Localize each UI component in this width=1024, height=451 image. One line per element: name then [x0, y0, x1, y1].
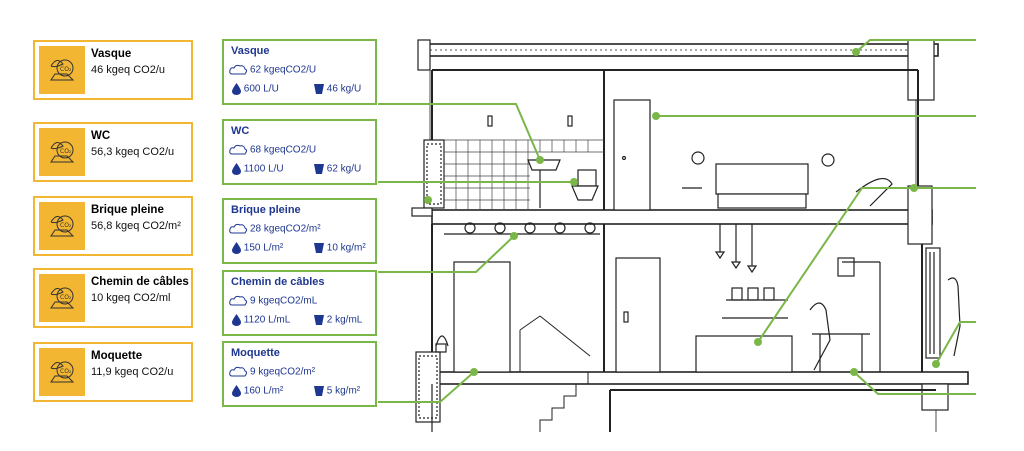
co2-value: 28 kgeqCO2/m² [250, 223, 321, 235]
material-summary: 10 kgeq CO2/ml [91, 292, 171, 304]
co2-leaf-icon: CO₂ [39, 128, 85, 176]
co2-cloud-icon [229, 366, 247, 377]
water-value: 1120 L/mL [243, 314, 291, 326]
svg-text:CO₂: CO₂ [60, 66, 72, 73]
co2-cloud-icon [229, 144, 247, 155]
co2-leaf-icon: CO₂ [39, 202, 85, 250]
detail-card-wc: WC 68 kgeqCO2/U 1100 L/U 62 kg/U [222, 119, 377, 185]
co2-cloud-icon [229, 223, 247, 234]
summary-card-moquette: CO₂ Moquette 11,9 kgeq CO2/u [33, 342, 193, 402]
mass-value: 5 kg/m² [326, 385, 361, 397]
weight-icon [314, 164, 324, 174]
co2-leaf-icon: CO₂ [39, 348, 85, 396]
water-drop-icon [232, 83, 241, 95]
co2-leaf-icon: CO₂ [39, 274, 85, 322]
material-name: Chemin de câbles [91, 276, 189, 288]
mass-value: 2 kg/mL [326, 314, 363, 326]
water-value: 600 L/U [243, 83, 279, 95]
water-drop-icon [232, 314, 241, 326]
water-drop-icon [232, 242, 241, 254]
material-name: Chemin de câbles [231, 276, 325, 288]
material-name: WC [231, 125, 250, 137]
co2-value: 9 kgeqCO2/mL [250, 295, 318, 307]
material-summary: 56,3 kgeq CO2/u [91, 146, 175, 158]
material-name: Brique pleine [231, 204, 301, 216]
water-value: 150 L/m² [243, 242, 284, 254]
co2-cloud-icon [229, 295, 247, 306]
material-summary: 11,9 kgeq CO2/u [91, 366, 174, 378]
co2-cloud-icon [229, 64, 247, 75]
summary-card-chemin: CO₂ Chemin de câbles 10 kgeq CO2/ml [33, 268, 193, 328]
water-value: 160 L/m² [243, 385, 284, 397]
mass-value: 10 kg/m² [326, 242, 366, 254]
detail-card-moquette: Moquette 9 kgeqCO2/m² 160 L/m² 5 kg/m² [222, 341, 377, 407]
weight-icon [314, 386, 324, 396]
weight-icon [314, 84, 324, 94]
svg-text:CO₂: CO₂ [60, 368, 72, 375]
weight-icon [314, 243, 324, 253]
material-name: Brique pleine [91, 204, 164, 216]
material-summary: 56,8 kgeq CO2/m² [91, 220, 181, 232]
mass-value: 46 kg/U [326, 83, 362, 95]
summary-card-vasque: CO₂ Vasque 46 kgeq CO2/u [33, 40, 193, 100]
water-drop-icon [232, 163, 241, 175]
detail-card-brique: Brique pleine 28 kgeqCO2/m² 150 L/m² 10 … [222, 198, 377, 264]
material-name: Vasque [91, 48, 132, 60]
co2-value: 68 kgeqCO2/U [250, 144, 317, 156]
co2-leaf-icon: CO₂ [39, 46, 85, 94]
material-name: WC [91, 130, 111, 142]
detail-card-chemin: Chemin de câbles 9 kgeqCO2/mL 1120 L/mL … [222, 270, 377, 336]
mass-value: 62 kg/U [326, 163, 362, 175]
weight-icon [314, 315, 324, 325]
summary-card-wc: CO₂ WC 56,3 kgeq CO2/u [33, 122, 193, 182]
svg-text:CO₂: CO₂ [60, 222, 72, 229]
water-drop-icon [232, 385, 241, 397]
detail-card-vasque: Vasque 62 kgeqCO2/U 600 L/U 46 kg/U [222, 39, 377, 105]
material-name: Vasque [231, 45, 270, 57]
svg-text:CO₂: CO₂ [60, 148, 72, 155]
material-summary: 46 kgeq CO2/u [91, 64, 165, 76]
co2-value: 62 kgeqCO2/U [250, 64, 317, 76]
co2-value: 9 kgeqCO2/m² [250, 366, 316, 378]
summary-card-brique: CO₂ Brique pleine 56,8 kgeq CO2/m² [33, 196, 193, 256]
material-name: Moquette [91, 350, 143, 362]
material-name: Moquette [231, 347, 280, 359]
svg-text:CO₂: CO₂ [60, 294, 72, 301]
water-value: 1100 L/U [243, 163, 284, 175]
